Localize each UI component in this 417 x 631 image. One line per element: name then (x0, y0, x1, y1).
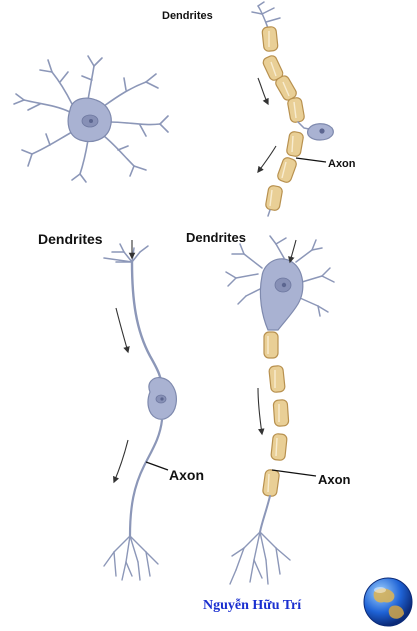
myelinated-neuron-top (252, 2, 333, 216)
top-axon-label: Axon (328, 158, 356, 170)
myelinated-dendrites-label: Dendrites (186, 230, 246, 245)
myelinated-neuron-bottom (226, 236, 334, 584)
myelin-sheath-top (262, 26, 305, 211)
bipolar-dendrites-label: Dendrites (38, 231, 103, 247)
bipolar-neuron (104, 240, 176, 580)
author-name: Nguyễn Hữu Trí (203, 597, 302, 613)
top-dendrites-label: Dendrites (162, 10, 213, 22)
bipolar-axon-label: Axon (169, 467, 204, 483)
myelinated-axon-label: Axon (318, 472, 351, 487)
multipolar-neuron (14, 56, 168, 182)
globe-icon (364, 578, 412, 626)
